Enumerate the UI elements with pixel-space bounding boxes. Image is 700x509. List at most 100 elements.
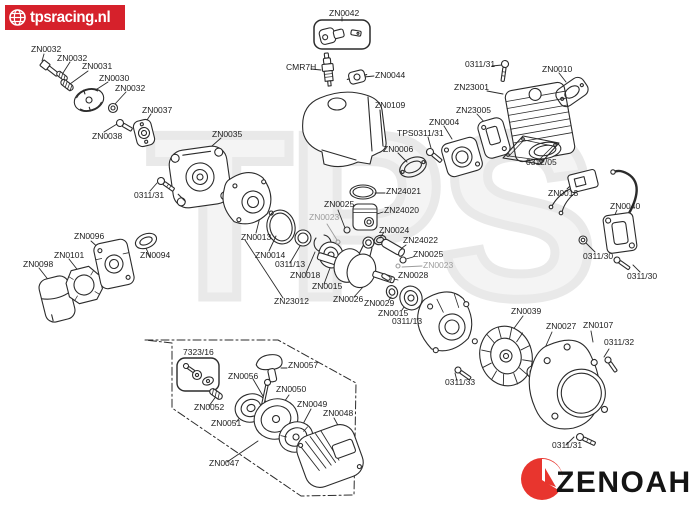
part-label-zn0031: ZN0031 xyxy=(82,61,113,71)
screw-tps0311-31 xyxy=(425,147,443,163)
air-filter-element-zn0101 xyxy=(65,265,103,305)
crankcase-left-zn0013 xyxy=(222,171,274,225)
piston-ring-zn24021 xyxy=(349,184,377,200)
screw-0311-31-top xyxy=(500,59,510,82)
screw-zn0038 xyxy=(115,118,133,132)
part-label-0311-13: 0311/13 xyxy=(392,316,423,326)
part-label-zn0047: ZN0047 xyxy=(209,458,240,468)
tpsracing-logo-text: tpsracing.nl xyxy=(30,8,111,27)
part-label-cmr7h: CMR7H xyxy=(286,62,317,72)
exhaust-gasket-zn0010 xyxy=(555,76,589,108)
starter-kit-box-7323-16 xyxy=(176,357,220,392)
spark-plug-cap-box-zn0042 xyxy=(313,19,371,50)
spark-plug-cmr7h xyxy=(321,52,335,87)
circlip-zn0025-right xyxy=(399,256,407,264)
part-label-0311-31: 0311/31 xyxy=(465,59,496,69)
crankcase-right xyxy=(417,291,478,354)
part-label-zn0044: ZN0044 xyxy=(375,70,406,80)
gasket-zn0006 xyxy=(399,156,427,178)
part-label-zn0015: ZN0015 xyxy=(312,281,343,291)
screw-0311-33 xyxy=(454,366,472,381)
bearing-zn0015-right xyxy=(399,285,423,311)
zenoah-logo-icon xyxy=(521,458,564,500)
part-label-zn0024: ZN0024 xyxy=(379,225,410,235)
circlip-zn0025-left xyxy=(343,226,351,234)
part-label-zn0032: ZN0032 xyxy=(115,83,146,93)
part-label-zn0040: ZN0040 xyxy=(610,201,641,211)
clutch-zn0030 xyxy=(73,88,105,112)
part-label-0311-31: 0311/31 xyxy=(134,190,165,200)
clamp-zn0044 xyxy=(346,69,368,85)
clip-zn0023-left xyxy=(335,239,341,245)
clutch-bolt xyxy=(39,59,59,77)
insulator-zn0004 xyxy=(441,136,483,178)
part-label-zn0025: ZN0025 xyxy=(413,249,444,259)
clip-zn0023-right xyxy=(395,263,401,269)
part-label-zn0018: ZN0018 xyxy=(290,270,321,280)
part-label-zn24020: ZN24020 xyxy=(384,205,419,215)
part-label-zn0096: ZN0096 xyxy=(74,231,105,241)
cylinder-cover-zn0109 xyxy=(302,91,387,168)
part-label-zn0038: ZN0038 xyxy=(92,131,123,141)
part-label-zn0042: ZN0042 xyxy=(329,8,360,18)
spark-plug-cap xyxy=(318,27,345,45)
part-label-zn0049: ZN0049 xyxy=(297,399,328,409)
part-label-zn0023: ZN0023 xyxy=(309,212,340,222)
part-label-0311-30: 0311/30 xyxy=(583,251,614,261)
part-label-zn0056: ZN0056 xyxy=(228,371,259,381)
screw-0311-31-bottom xyxy=(575,432,596,446)
part-label-zn0032: ZN0032 xyxy=(31,44,62,54)
clutch-carrier-zn0037 xyxy=(132,118,156,148)
starter-assembly-outline-zn0047 xyxy=(144,339,357,497)
part-label-zn0010: ZN0010 xyxy=(542,64,573,74)
ignition-switch-zn0013 xyxy=(548,168,599,216)
part-label-0311-30: 0311/30 xyxy=(627,271,658,281)
reed-plate-zn23005 xyxy=(477,117,511,159)
gasket-zn0014 xyxy=(266,209,296,245)
globe-icon xyxy=(9,9,26,26)
part-label-zn0013: ZN0013 xyxy=(548,188,579,198)
flywheel-zn0039 xyxy=(479,325,533,387)
part-label-zn0006: ZN0006 xyxy=(383,144,414,154)
starter-housing-zn0048 xyxy=(296,424,364,488)
part-label-zn0051: ZN0051 xyxy=(211,418,242,428)
part-label-zn23001: ZN23001 xyxy=(454,82,489,92)
part-label-zn0014: ZN0014 xyxy=(255,250,286,260)
piston-zn24020 xyxy=(352,203,378,231)
woodruff-key-zn0028 xyxy=(381,273,391,281)
part-label-zn0035: ZN0035 xyxy=(212,129,243,139)
part-label-zn23005: ZN23005 xyxy=(456,105,491,115)
part-label-0311-31: 0311/31 xyxy=(552,440,583,450)
screw-0311-31-left xyxy=(156,176,175,192)
part-label-zn0032: ZN0032 xyxy=(57,53,88,63)
part-label-zn0013: ZN0013 xyxy=(241,232,272,242)
fan-housing-zn0035 xyxy=(168,145,232,209)
part-label-zn0052: ZN0052 xyxy=(194,402,225,412)
part-label-0311-13: 0311/13 xyxy=(275,259,306,269)
screw-0311-32 xyxy=(604,356,618,373)
leader-lines-gray xyxy=(326,223,423,268)
part-label-zn0025: ZN0025 xyxy=(324,199,355,209)
starter-handle-zn0057 xyxy=(255,354,283,383)
part-label-zn0015: ZN0015 xyxy=(378,308,409,318)
part-label-zn0030: ZN0030 xyxy=(99,73,130,83)
seal-0311-13-left xyxy=(294,229,312,247)
piston-pin-zn24022 xyxy=(381,238,406,257)
screw-0311-30 xyxy=(613,256,631,271)
part-label-zn0048: ZN0048 xyxy=(323,408,354,418)
cap-clip xyxy=(350,29,362,37)
base-gasket-0312-05 xyxy=(502,135,560,165)
air-filter-base-zn0096 xyxy=(93,238,135,290)
part-label-zn24022: ZN24022 xyxy=(403,235,438,245)
part-label-zn0023: ZN0023 xyxy=(423,260,454,270)
clutch-spring xyxy=(56,70,68,82)
zenoah-logo-text: ZENOAH xyxy=(556,466,692,499)
part-label-zn0050: ZN0050 xyxy=(276,384,307,394)
part-label-zn0107: ZN0107 xyxy=(583,320,614,330)
part-label-0311-33: 0311/33 xyxy=(445,377,476,387)
ignition-coil-zn0040 xyxy=(602,169,638,254)
starter-spring-zn0052 xyxy=(209,388,223,400)
part-label-7323-16: 7323/16 xyxy=(183,347,214,357)
part-label-zn0026: ZN0026 xyxy=(333,294,364,304)
